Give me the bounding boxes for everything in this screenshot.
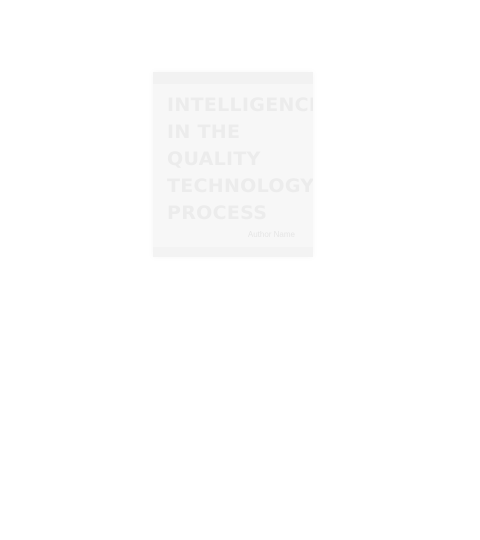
cover-bottom-band [153, 247, 313, 257]
cover-top-band [153, 72, 313, 84]
book-title-line-4: Technology [167, 175, 313, 197]
book-title-line-3: Quality [167, 148, 261, 170]
book-author: Author Name [247, 230, 295, 239]
book-title-line-1: Intelligence [167, 94, 313, 116]
book-title: Intelligence in the Quality Technology P… [167, 92, 313, 227]
book-title-line-2: in the [167, 121, 241, 143]
book-title-line-5: Process [167, 202, 268, 224]
book-cover-image[interactable]: Intelligence in the Quality Technology P… [153, 72, 313, 257]
